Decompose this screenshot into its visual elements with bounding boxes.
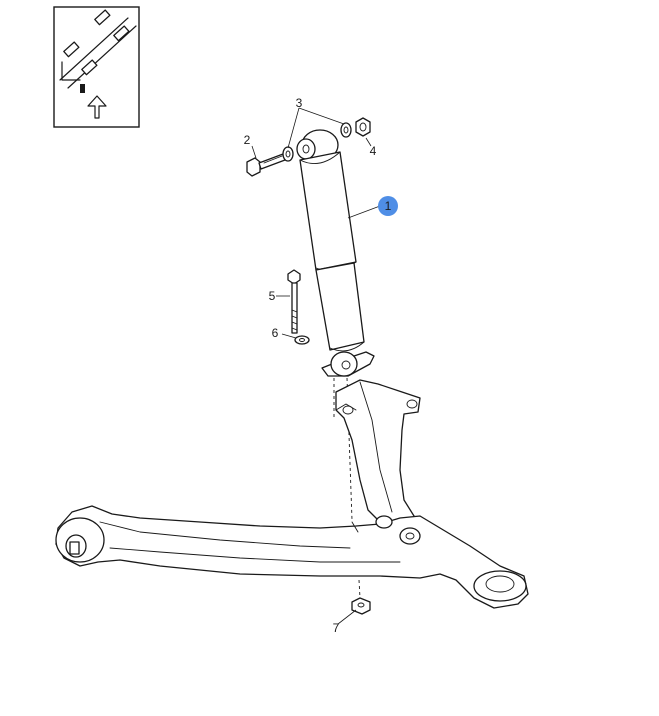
arrow-up-icon	[87, 95, 107, 119]
callout-4-label: 4	[370, 144, 377, 158]
vehicle-orientation-icon	[53, 6, 140, 128]
callout-6-label: 6	[272, 326, 279, 340]
leader-lines	[251, 107, 381, 625]
callout-7-label: 7	[333, 621, 340, 635]
lower-control-arm	[55, 379, 529, 609]
callout-1[interactable]: 1	[378, 196, 398, 216]
washer-part-3-right	[340, 122, 352, 138]
callout-3-label: 3	[296, 96, 303, 110]
nut-part-4	[355, 117, 371, 137]
bolt-part-2	[246, 153, 286, 177]
bolt-part-5	[287, 269, 301, 334]
nut-part-7	[351, 597, 371, 615]
callout-1-label: 1	[385, 199, 392, 213]
shock-absorber-part-1	[296, 129, 375, 521]
callout-5-label: 5	[269, 289, 276, 303]
washer-part-3-left	[282, 146, 294, 162]
washer-part-6	[294, 335, 310, 345]
callout-1-highlight	[378, 196, 398, 216]
callout-2-label: 2	[244, 133, 251, 147]
